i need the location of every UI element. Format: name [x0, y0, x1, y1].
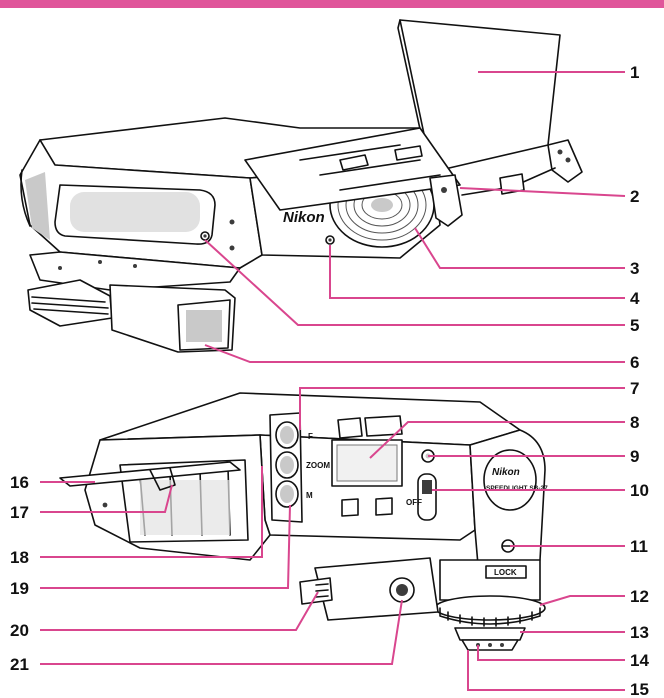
- callout-16: 16: [10, 473, 29, 492]
- callout-17: 17: [10, 503, 29, 522]
- callout-2: 2: [630, 187, 639, 206]
- callout-leaders: [40, 71, 626, 691]
- callout-14: 14: [630, 651, 649, 670]
- callout-4: 4: [630, 289, 640, 308]
- callout-19: 19: [10, 579, 29, 598]
- callout-13: 13: [630, 623, 649, 642]
- callout-5: 5: [630, 316, 639, 335]
- panel-label-m: M: [306, 491, 313, 500]
- callout-15: 15: [630, 680, 649, 698]
- flash-unit-rear-view: F ZOOM M OFF Nikon SPEEDLIGHT SB-27 LOCK: [59, 392, 548, 651]
- model-label: SPEEDLIGHT SB-27: [486, 485, 548, 492]
- panel-label-f: F: [308, 432, 313, 441]
- callout-18: 18: [10, 548, 29, 567]
- panel-label-off: OFF: [406, 498, 422, 507]
- callout-numbers: 1 2 3 4 5 6 7 8 9 10 11 12 13 14 15 16 1…: [10, 63, 649, 698]
- top-accent-bar: [0, 0, 664, 8]
- callout-21: 21: [10, 655, 29, 674]
- brand-logo-bottom: Nikon: [492, 467, 520, 478]
- callout-8: 8: [630, 413, 639, 432]
- callout-3: 3: [630, 259, 639, 278]
- callout-11: 11: [630, 537, 648, 556]
- panel-label-zoom: ZOOM: [306, 461, 330, 470]
- callout-7: 7: [630, 379, 639, 398]
- callout-6: 6: [630, 353, 639, 372]
- callout-9: 9: [630, 447, 639, 466]
- callout-20: 20: [10, 621, 29, 640]
- lock-label: LOCK: [494, 568, 517, 577]
- callout-1: 1: [630, 63, 639, 82]
- callout-12: 12: [630, 587, 649, 606]
- flash-unit-front-view: Nikon: [19, 19, 583, 353]
- brand-logo-top: Nikon: [283, 209, 325, 226]
- callout-10: 10: [630, 481, 649, 500]
